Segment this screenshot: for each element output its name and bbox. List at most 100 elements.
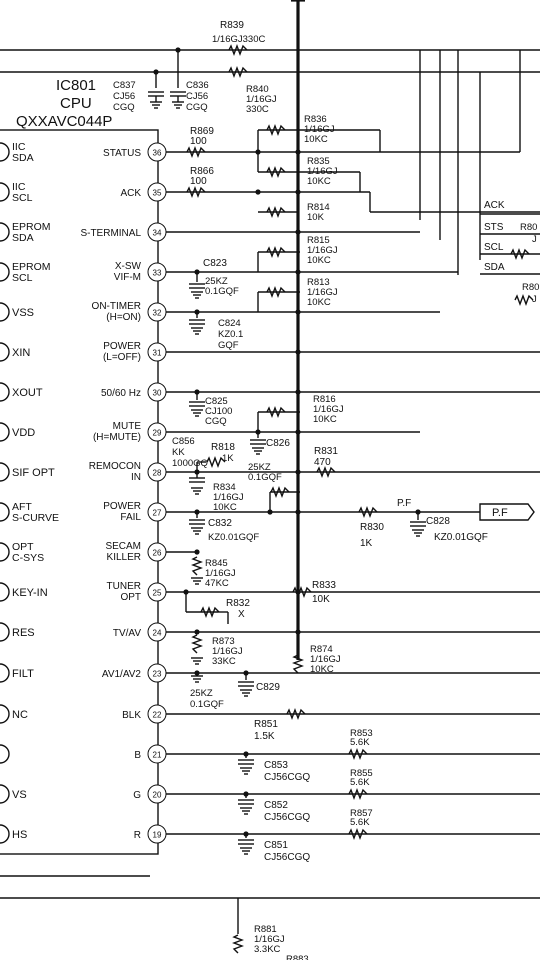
c852-value: CJ56CGQ <box>264 812 310 823</box>
left-pin-name: S-CURVE <box>12 512 59 524</box>
pin-name: G <box>133 790 141 801</box>
resistor-r813 <box>266 286 286 298</box>
bus-label-ack: ACK <box>484 200 505 211</box>
r845-label: R845 <box>205 558 228 569</box>
pin-number: 23 <box>153 670 162 679</box>
left-pin-name: IIC <box>12 181 26 193</box>
r874-label: R874 <box>310 644 333 655</box>
pin-name: S-TERMINAL <box>80 228 141 239</box>
r840-label: 1/16GJ <box>246 94 277 105</box>
pin-name: (H=ON) <box>106 312 141 323</box>
pin-number: 29 <box>153 429 162 438</box>
c853-ref: C853 <box>264 760 288 771</box>
pin-name: FAIL <box>120 512 141 523</box>
left-pin-name: EPROM <box>12 261 51 273</box>
ic-function: CPU <box>60 95 92 112</box>
r836-label: R836 <box>304 114 327 125</box>
resistor-r814 <box>266 206 286 218</box>
r840-label: R840 <box>246 84 269 95</box>
r814-label: R814 <box>307 202 330 213</box>
r835-label: R835 <box>307 156 330 167</box>
ic-ref: IC801 <box>56 77 96 94</box>
r840-label: 330C <box>246 104 269 115</box>
r881-label: 3.3KC <box>254 944 281 955</box>
pf-connector-label: P.F <box>492 507 508 519</box>
resistor-r834 <box>270 486 290 498</box>
junction-dot <box>295 429 301 435</box>
left-pin-arc <box>0 704 10 724</box>
c828-value: KZ0.01GQF <box>434 532 488 543</box>
c825-label: C825 <box>205 396 228 407</box>
r834-label: 10KC <box>213 502 237 513</box>
r818-ref: R818 <box>211 442 235 453</box>
bus-label-sts: STS <box>484 222 504 233</box>
pf-connector <box>479 503 535 521</box>
r869-label: 100 <box>190 136 207 147</box>
pin-number: 20 <box>153 791 162 800</box>
r839-value: 1/16GJ330C <box>212 34 265 45</box>
r834-label: 1/16GJ <box>213 492 244 503</box>
resistor-r845 <box>191 556 203 576</box>
resistor-r831 <box>316 466 336 478</box>
r836-label: 10KC <box>304 134 328 145</box>
pin-name: X-SW <box>115 261 142 272</box>
r816-label: 10KC <box>313 414 337 425</box>
pin-name: ACK <box>120 188 141 199</box>
pin-name: B <box>134 750 141 761</box>
pin-number: 27 <box>153 509 162 518</box>
junction-dot <box>194 670 200 676</box>
resistor-r835 <box>266 166 286 178</box>
r845-label: 1/16GJ <box>205 568 236 579</box>
r851-label: 1.5K <box>254 731 275 742</box>
r813-label: 1/16GJ <box>307 287 338 298</box>
r851-label: R851 <box>254 719 278 730</box>
left-pin-arc <box>0 262 10 282</box>
c829-value: 25KZ <box>190 688 213 699</box>
pin-name: 50/60 Hz <box>101 388 141 399</box>
pin-number: 34 <box>153 229 162 238</box>
edge-label-j: J <box>532 234 537 245</box>
r813-label: 10KC <box>307 297 331 308</box>
pf-net-label: P.F <box>397 498 411 509</box>
c829-value: 0.1GQF <box>190 699 224 710</box>
r857-label: R857 <box>350 808 373 819</box>
left-pin-arc <box>0 222 10 242</box>
pin-number: 36 <box>153 149 162 158</box>
pin-number: 19 <box>153 831 162 840</box>
left-pin-arc <box>0 542 10 562</box>
c837-label: CJ56 <box>113 91 135 102</box>
r814-label: 10K <box>307 212 325 223</box>
c851-value: CJ56CGQ <box>264 852 310 863</box>
r853-label: 5.6K <box>350 737 370 748</box>
bus-label-sda: SDA <box>484 262 505 273</box>
left-pin-name: XIN <box>12 347 30 359</box>
resistor-r832 <box>200 606 220 618</box>
pin-number: 35 <box>153 189 162 198</box>
c825-label: CGQ <box>205 416 227 427</box>
left-pin-name: SCL <box>12 192 33 204</box>
left-pin-name: RES <box>12 627 35 639</box>
pin-number: 26 <box>153 549 162 558</box>
resistor-r857 <box>348 828 368 840</box>
c837-label: C837 <box>113 80 136 91</box>
resistor-r80a <box>510 248 530 260</box>
left-pin-name: KEY-IN <box>12 587 48 599</box>
left-pin-arc <box>0 342 10 362</box>
r833-value: 10K <box>312 594 330 605</box>
left-pin-name: VS <box>12 789 27 801</box>
left-pin-name: IIC <box>12 141 26 153</box>
edge-label-j: J <box>532 294 537 305</box>
pin-name: (H=MUTE) <box>93 432 141 443</box>
pin-number: 28 <box>153 469 162 478</box>
resistor-r873 <box>191 634 203 654</box>
bus-label-scl: SCL <box>484 242 504 253</box>
resistor-r816 <box>266 406 286 418</box>
left-pin-name: C-SYS <box>12 552 44 564</box>
pin-name: BLK <box>122 710 141 721</box>
resistor-r855 <box>348 788 368 800</box>
left-pin-arc <box>0 622 10 642</box>
left-pin-arc <box>0 663 10 683</box>
r836-label: 1/16GJ <box>304 124 335 135</box>
pin-name: TUNER <box>107 581 141 592</box>
r80-label-a: R80 <box>520 222 537 233</box>
